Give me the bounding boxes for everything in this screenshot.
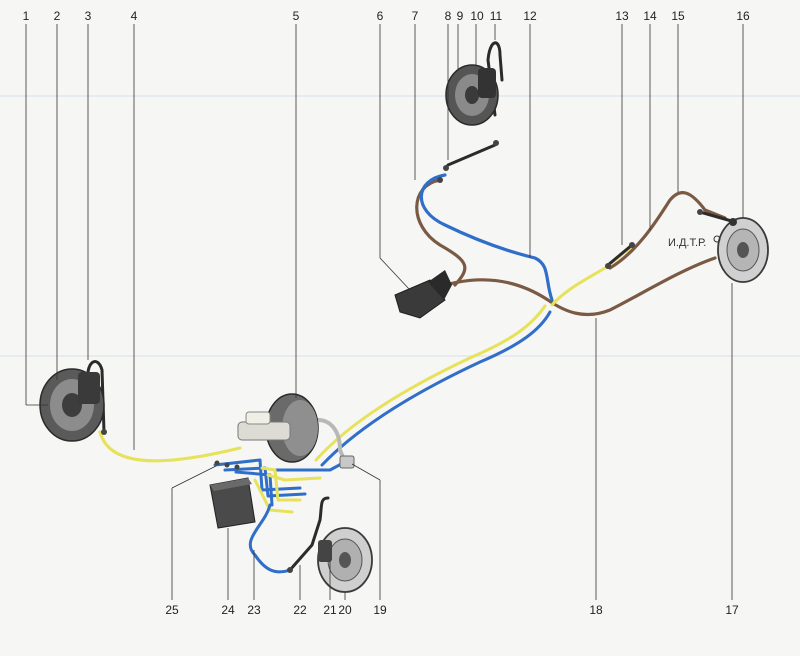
front-right-brake-disc: [445, 64, 499, 126]
component-label: И.Д.Т.Р.: [668, 237, 706, 249]
pressure-regulator: [339, 455, 355, 469]
callout-7: 7: [412, 9, 419, 23]
blue-brake-line-upper: [419, 173, 554, 302]
master-cylinder: [237, 421, 291, 441]
hose-rear-left: [288, 496, 330, 572]
blue-lines-abs-group: [213, 458, 347, 507]
callout-10: 10: [470, 9, 484, 23]
brake-hoses: [86, 41, 737, 572]
callout-15: 15: [671, 9, 685, 23]
callout-24: 24: [221, 603, 235, 617]
callout-23: 23: [247, 603, 261, 617]
hose-rear-right: [606, 243, 634, 267]
brown-brake-line-rear: [608, 191, 727, 270]
hose-front-right-lower: [446, 143, 497, 167]
callout-8: 8: [445, 9, 452, 23]
callout-5: 5: [293, 9, 300, 23]
front-right-caliper: [478, 68, 496, 98]
line-fittings: [101, 140, 703, 573]
callout-11: 11: [490, 9, 503, 23]
callout-numbers: 1 2 3 4 5 6 7 8 9 10 11 12 13 14 15 16 1…: [23, 9, 750, 617]
rear-left-brake-drum: [317, 527, 373, 593]
callout-14: 14: [643, 9, 657, 23]
brake-lines: [98, 173, 727, 574]
callout-1: 1: [23, 9, 30, 23]
callout-6: 6: [377, 9, 384, 23]
blue-brake-line-main: [320, 310, 552, 467]
front-left-caliper: [78, 372, 100, 404]
callout-9: 9: [457, 9, 464, 23]
callout-20: 20: [338, 603, 352, 617]
yellow-lines-abs-group: [253, 466, 322, 514]
callout-18: 18: [589, 603, 603, 617]
registered-mark-icon: [713, 235, 721, 243]
callout-17: 17: [725, 603, 739, 617]
callout-25: 25: [165, 603, 179, 617]
callout-12: 12: [523, 9, 537, 23]
brake-pedal: [394, 270, 452, 319]
yellow-brake-line-rear: [550, 246, 632, 307]
callout-2: 2: [54, 9, 61, 23]
hose-front-right: [486, 41, 504, 117]
rear-right-brake-drum: [717, 217, 769, 283]
brown-brake-line-main: [428, 256, 717, 317]
vacuum-booster: [237, 393, 347, 463]
callout-4: 4: [131, 9, 138, 23]
callout-19: 19: [373, 603, 387, 617]
callout-13: 13: [615, 9, 629, 23]
brake-fluid-reservoir: [245, 411, 271, 425]
callout-22: 22: [293, 603, 307, 617]
callout-16: 16: [736, 9, 750, 23]
callout-3: 3: [85, 9, 92, 23]
leader-lines: [25, 24, 744, 600]
front-left-brake-disc: [39, 368, 105, 442]
hose-rear-right-upper: [698, 210, 737, 224]
yellow-brake-line-front-left: [98, 430, 242, 463]
abs-hydraulic-unit: [209, 477, 256, 529]
yellow-brake-line-main: [314, 304, 547, 462]
blue-brake-line-rear-left: [248, 503, 292, 574]
callout-21: 21: [323, 603, 337, 617]
